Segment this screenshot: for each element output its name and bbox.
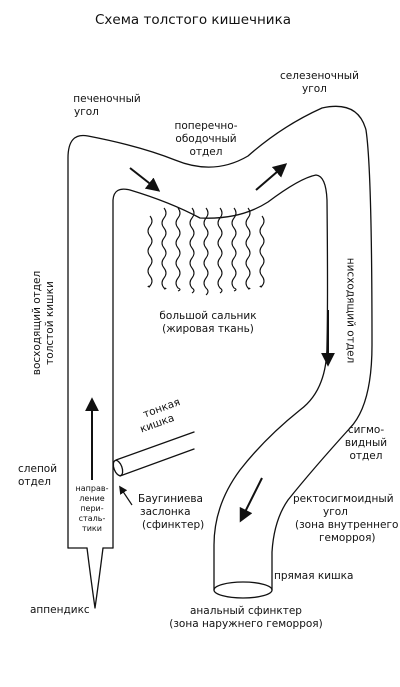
- flow-arrow-transverse-right: [255, 163, 288, 191]
- bauhin-valve-pointer: [119, 485, 133, 506]
- anal-opening: [213, 581, 273, 599]
- colon-outer-wall: [67, 105, 373, 591]
- diagram-title: Схема толстого кишечника: [95, 12, 292, 28]
- label-ascending-line1: восходящий отдел: [31, 270, 43, 376]
- label-appendix: аппендикс: [30, 604, 90, 616]
- label-sigmoid-line3: отдел: [349, 450, 383, 462]
- omentum-strand: [175, 207, 181, 292]
- label-splenic-flexure-line2: угол: [302, 83, 327, 95]
- label-peristalsis-line3: пери-: [80, 504, 104, 513]
- label-bauhin-line2: заслонка: [140, 506, 191, 518]
- label-transverse-line3: отдел: [189, 146, 223, 158]
- label-splenic-flexure-line1: селезеночный: [280, 70, 359, 82]
- colon-inner-wall: [112, 174, 329, 591]
- label-ascending-colon: восходящий отдел толстой кишки: [31, 268, 57, 378]
- label-descending-colon: нисходящий отдел: [344, 257, 357, 364]
- omentum-strand: [245, 207, 251, 290]
- label-rectosigmoid-line3: (зона внутреннего: [295, 519, 399, 531]
- label-cecum: слепой отдел: [18, 463, 57, 489]
- label-peristalsis: направ- ление пери- сталь- тики: [70, 484, 114, 534]
- label-transverse-colon: поперечно- ободочный отдел: [166, 120, 246, 159]
- label-hepatic-flexure-line1: печеночный: [73, 93, 141, 105]
- small-intestine-tube: [115, 431, 195, 477]
- label-peristalsis-line2: ление: [79, 494, 105, 503]
- appendix-shape: [86, 547, 104, 609]
- label-bauhin-valve: Баугиниева заслонка (сфинктер): [138, 493, 204, 532]
- omentum-strand: [259, 215, 265, 288]
- label-rectosigmoid-line1: ректосигмоидный: [293, 493, 394, 505]
- label-cecum-line2: отдел: [18, 476, 51, 488]
- label-transverse-line2: ободочный: [175, 133, 237, 145]
- omentum-strand: [231, 207, 237, 292]
- label-anal-sphincter: анальный сфинктер (зона наружнего геморр…: [160, 605, 332, 631]
- omentum-strand: [189, 207, 195, 294]
- label-peristalsis-line1: направ-: [75, 484, 109, 493]
- omentum-strand: [203, 207, 209, 296]
- omentum-strand: [217, 207, 223, 294]
- label-anal-line2: (зона наружнего геморроя): [169, 618, 323, 630]
- label-sigmoid: сигмо- видный отдел: [338, 424, 394, 463]
- label-rectosigmoid: ректосигмоидный угол (зона внутреннего г…: [293, 493, 398, 545]
- label-rectum: прямая кишка: [274, 570, 354, 582]
- label-omentum-line2: (жировая ткань): [162, 323, 254, 335]
- label-peristalsis-line4: сталь-: [78, 514, 106, 523]
- label-rectosigmoid-line2: угол: [323, 506, 348, 518]
- small-intestine-opening: [112, 459, 124, 477]
- label-cecum-line1: слепой: [18, 463, 58, 475]
- flow-arrow-transverse-left: [129, 167, 161, 192]
- label-anal-line1: анальный сфинктер: [190, 605, 302, 617]
- label-bauhin-line1: Баугиниева: [138, 493, 203, 505]
- flow-arrow-sigmoid: [239, 477, 263, 523]
- greater-omentum-fat: [147, 207, 265, 296]
- label-sigmoid-line1: сигмо-: [347, 424, 385, 436]
- label-bauhin-line3: (сфинктер): [142, 519, 205, 531]
- label-peristalsis-line5: тики: [82, 524, 102, 533]
- label-hepatic-flexure-line2: угол: [74, 106, 99, 118]
- label-greater-omentum: большой сальник (жировая ткань): [138, 310, 278, 336]
- label-omentum-line1: большой сальник: [159, 310, 257, 322]
- omentum-strand: [161, 207, 167, 290]
- label-sigmoid-line2: видный: [344, 437, 388, 449]
- label-hepatic-flexure: печеночный угол: [62, 93, 152, 119]
- label-splenic-flexure: селезеночный угол: [280, 70, 359, 96]
- omentum-strand: [147, 215, 153, 288]
- label-ascending-line2: толстой кишки: [44, 281, 56, 365]
- label-rectosigmoid-line4: геморроя): [319, 532, 376, 544]
- label-transverse-line1: поперечно-: [174, 120, 238, 132]
